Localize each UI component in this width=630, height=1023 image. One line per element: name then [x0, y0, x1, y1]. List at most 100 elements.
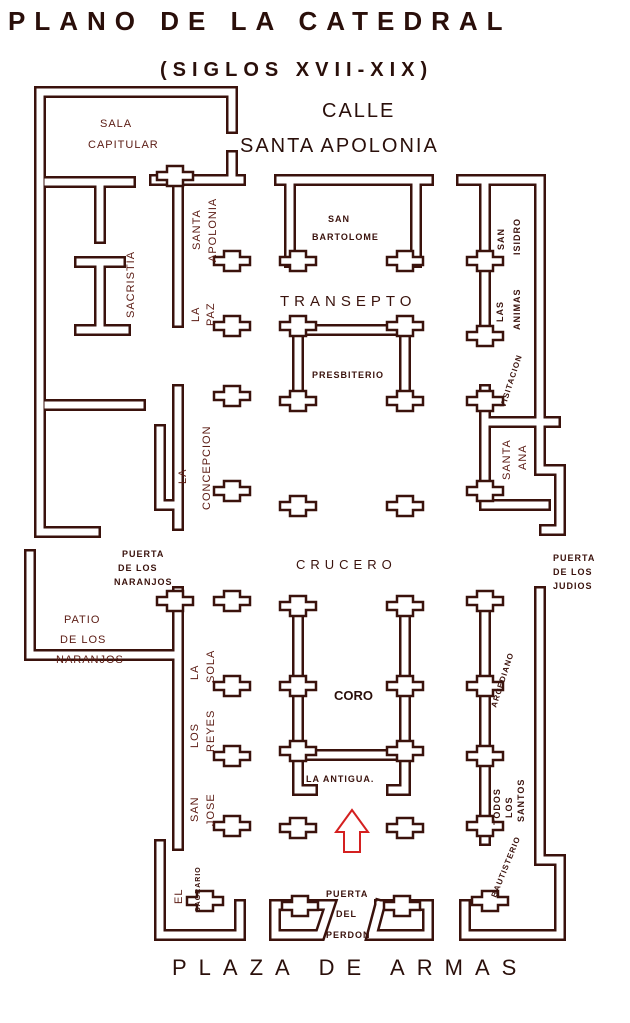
pier-cross — [470, 889, 510, 913]
pier-cross — [155, 164, 195, 188]
pier-cross — [212, 589, 252, 613]
sacristia-label: SACRISTIA — [125, 251, 137, 318]
wall-segment — [461, 588, 564, 939]
pier-cross — [278, 314, 318, 338]
pier-cross — [385, 314, 425, 338]
wall-segment — [156, 426, 182, 509]
la-sola-label-2: SOLA — [205, 650, 217, 683]
la-concepcion-label-2: CONCEPCION — [201, 425, 213, 510]
patio-naranjos-label-3: NARANJOS — [56, 654, 124, 666]
wall-segment — [156, 841, 244, 939]
pier-cross — [278, 739, 318, 763]
street-label-line2: SANTA APOLONIA — [240, 135, 439, 157]
pier-cross — [465, 744, 505, 768]
pier-cross — [465, 249, 505, 273]
todos-los-santos-label-1: TODOS — [492, 788, 502, 825]
la-antigua-label: LA ANTIGUA. — [306, 774, 374, 784]
plaza-de-armas-label: PLAZA DE ARMAS — [172, 955, 528, 980]
pier-cross — [185, 889, 225, 913]
wall-segment — [34, 86, 238, 134]
pier-cross — [465, 674, 505, 698]
santa-apolonia-label-2: APOLONIA — [207, 198, 219, 262]
wall-segment — [26, 551, 176, 659]
pier-cross — [155, 589, 195, 613]
sala-capitular-label-2: CAPITULAR — [88, 139, 159, 151]
plan-title: PLANO DE LA CATEDRAL — [8, 6, 512, 36]
pier-cross — [278, 249, 318, 273]
visitacion-label: VISITACION — [498, 353, 524, 408]
san-isidro-label-1: SAN — [496, 228, 506, 250]
piers — [155, 164, 510, 918]
pier-cross — [465, 814, 505, 838]
patio-naranjos-label-2: DE LOS — [60, 634, 106, 646]
santa-apolonia-label-1: SANTA — [191, 209, 203, 250]
puerta-perdon-label-2: DEL — [336, 909, 357, 919]
pier-cross — [382, 894, 422, 918]
presbiterio-label: PRESBITERIO — [312, 370, 384, 380]
pier-cross — [278, 494, 318, 518]
todos-los-santos-label-3: SANTOS — [516, 779, 526, 822]
sala-capitular-label-1: SALA — [100, 118, 132, 130]
pier-cross — [385, 816, 425, 840]
coro-label: CORO — [334, 688, 373, 703]
los-reyes-label-1: LOS — [189, 723, 201, 748]
pier-cross — [465, 479, 505, 503]
santa-ana-label-1: SANTA — [501, 439, 513, 480]
la-sola-label-1: LA — [189, 665, 201, 680]
las-animas-label-2: ANIMAS — [512, 289, 522, 331]
patio-naranjos-label-1: PATIO — [64, 614, 100, 626]
pier-cross — [212, 674, 252, 698]
pier-cross — [385, 674, 425, 698]
wall-segment — [34, 86, 101, 538]
wall-segment — [36, 88, 99, 536]
pier-cross — [278, 816, 318, 840]
los-reyes-label-2: REYES — [205, 710, 217, 752]
puerta-judios-label-1: PUERTA — [553, 553, 595, 563]
la-paz-label-1: LA — [190, 307, 202, 322]
puerta-perdon-label-3: PERDON — [326, 930, 371, 940]
el-sagrario-label-2: SAGRARIO — [195, 866, 202, 912]
san-isidro-label-2: ISIDRO — [512, 218, 522, 255]
wall-segment — [294, 751, 316, 794]
pier-cross — [212, 744, 252, 768]
street-label-line1: CALLE — [322, 100, 395, 122]
pier-cross — [212, 384, 252, 408]
la-paz-label-2: PAZ — [205, 302, 217, 326]
puerta-naranjos-label-3: NARANJOS — [114, 577, 173, 587]
wall-segment — [36, 88, 236, 132]
san-bartolome-label-2: BARTOLOME — [312, 232, 379, 242]
pier-cross — [212, 814, 252, 838]
transepto-label: TRANSEPTO — [280, 293, 416, 310]
pier-cross — [465, 389, 505, 413]
pier-cross — [385, 494, 425, 518]
crucero-label: CRUCERO — [296, 557, 397, 572]
pier-cross — [212, 249, 252, 273]
puerta-judios-label-3: JUDIOS — [553, 581, 593, 591]
pier-cross — [385, 594, 425, 618]
san-jose-label-1: SAN — [189, 796, 201, 822]
pier-cross — [385, 389, 425, 413]
pier-cross — [465, 324, 505, 348]
pier-cross — [212, 314, 252, 338]
pier-cross — [280, 894, 320, 918]
puerta-naranjos-label-2: DE LOS — [118, 563, 158, 573]
wall-segment — [458, 176, 564, 534]
pier-cross — [385, 249, 425, 273]
plan-subtitle: (SIGLOS XVII-XIX) — [160, 59, 433, 81]
pier-cross — [278, 594, 318, 618]
san-jose-label-2: JOSE — [205, 793, 217, 826]
todos-los-santos-label-2: LOS — [504, 796, 514, 818]
arrow-up-icon — [334, 808, 370, 853]
el-sagrario-label-1: EL — [173, 889, 185, 904]
pier-cross — [212, 479, 252, 503]
puerta-judios-label-2: DE LOS — [553, 567, 593, 577]
pier-cross — [278, 389, 318, 413]
pier-cross — [278, 674, 318, 698]
puerta-naranjos-label-1: PUERTA — [122, 549, 164, 559]
walls — [24, 86, 566, 941]
bautisterio-label: BAUTISTERIO — [490, 835, 523, 899]
wall-segment — [388, 751, 409, 794]
la-concepcion-label-1: LA — [177, 469, 189, 484]
pier-cross — [385, 739, 425, 763]
